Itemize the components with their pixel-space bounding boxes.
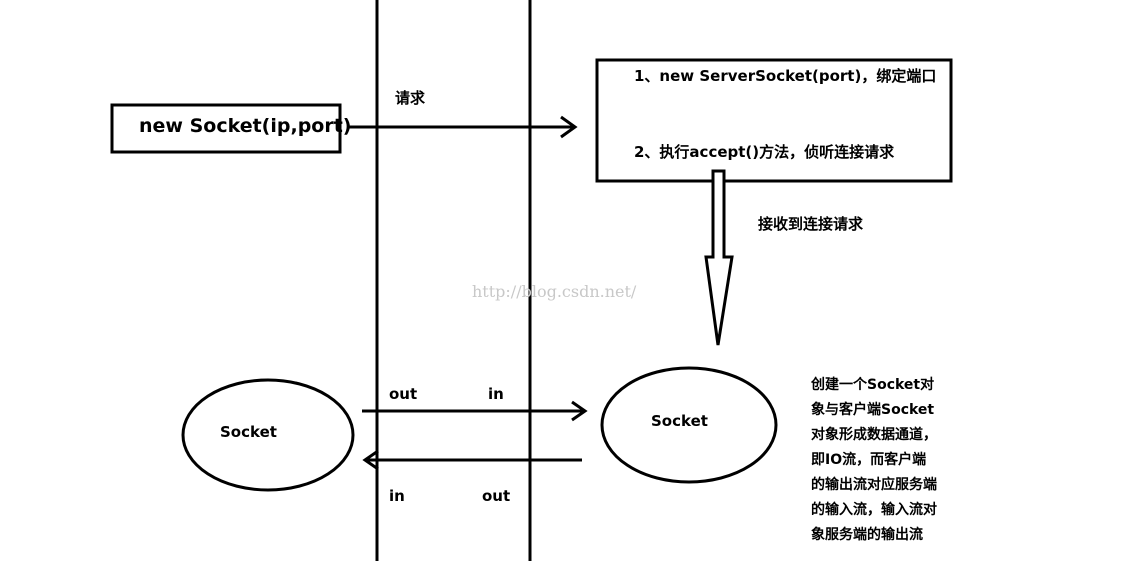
- input-stream-arrow: [362, 449, 582, 471]
- explanation-line: 的输入流，输入流对: [811, 502, 937, 518]
- server-step-1: 1、new ServerSocket(port)，绑定端口: [634, 67, 937, 85]
- server-socket-ellipse: [600, 366, 778, 484]
- stream-label-top-out: out: [389, 385, 418, 403]
- explanation-line: 象服务端的输出流: [811, 527, 923, 543]
- watermark: http://blog.csdn.net/: [472, 282, 637, 301]
- stream-label-top-in: in: [488, 385, 504, 403]
- client-socket-box: [110, 103, 342, 154]
- explanation-line: 创建一个Socket对: [811, 377, 935, 393]
- explanation-line: 象与客户端Socket: [811, 402, 935, 418]
- explanation-line: 对象形成数据通道，: [811, 427, 937, 443]
- server-socket-text: Socket: [651, 412, 708, 430]
- client-socket-text: Socket: [220, 423, 277, 441]
- explanation-line: 即IO流，而客户端: [811, 452, 927, 468]
- accept-down-arrow: [704, 169, 734, 346]
- accept-label: 接收到连接请求: [758, 215, 864, 233]
- client-socket-label: new Socket(ip,port): [139, 115, 352, 137]
- explanation-text: 创建一个Socket对 象与客户端Socket 对象形成数据通道， 即IO流，而…: [811, 373, 961, 548]
- stream-label-bottom-out: out: [482, 487, 511, 505]
- server-step-2: 2、执行accept()方法，侦听连接请求: [634, 143, 895, 161]
- explanation-line: 的输出流对应服务端: [811, 477, 937, 493]
- client-socket-ellipse: [181, 378, 355, 492]
- stream-label-bottom-in: in: [389, 487, 405, 505]
- server-socket-box: [595, 58, 953, 183]
- output-stream-arrow: [362, 400, 588, 422]
- request-label: 请求: [395, 89, 426, 107]
- request-arrow: [348, 115, 578, 139]
